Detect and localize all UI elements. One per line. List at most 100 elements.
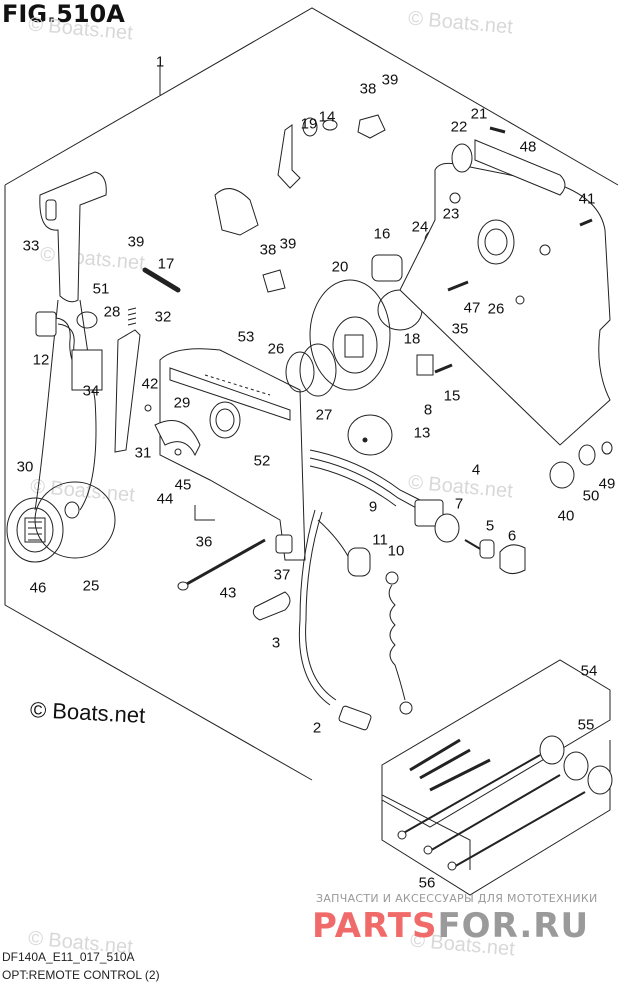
callout-21[interactable]: 21 bbox=[470, 105, 488, 123]
assembly-frame-top bbox=[4, 7, 619, 186]
washer-50 bbox=[578, 444, 596, 466]
callout-39b[interactable]: 39 bbox=[279, 235, 297, 253]
plate-3 bbox=[252, 591, 291, 621]
assembly-frame-left bbox=[4, 185, 313, 781]
callout-39a[interactable]: 39 bbox=[381, 71, 399, 89]
callout-25[interactable]: 25 bbox=[82, 577, 100, 595]
callout-22[interactable]: 22 bbox=[450, 118, 468, 136]
callout-56[interactable]: 56 bbox=[418, 874, 436, 892]
kit-bolts bbox=[397, 735, 613, 871]
callout-13[interactable]: 13 bbox=[413, 424, 431, 442]
callout-53[interactable]: 53 bbox=[237, 328, 255, 346]
screw-47 bbox=[447, 280, 469, 292]
callout-50[interactable]: 50 bbox=[582, 487, 600, 505]
callout-36[interactable]: 36 bbox=[195, 533, 213, 551]
callout-26a[interactable]: 26 bbox=[267, 340, 285, 358]
callout-47[interactable]: 47 bbox=[463, 299, 481, 317]
ring-26 bbox=[285, 351, 315, 393]
cushion-55 bbox=[539, 735, 565, 765]
callout-52[interactable]: 52 bbox=[253, 452, 271, 470]
washer-51 bbox=[76, 311, 98, 329]
clip-37 bbox=[275, 534, 293, 554]
seal-22 bbox=[451, 143, 473, 173]
callout-34[interactable]: 34 bbox=[82, 382, 100, 400]
callout-15[interactable]: 15 bbox=[443, 387, 461, 405]
callout-18[interactable]: 18 bbox=[403, 330, 421, 348]
neutral-switch-12 bbox=[35, 311, 103, 391]
callout-16[interactable]: 16 bbox=[373, 225, 391, 243]
callout-30[interactable]: 30 bbox=[16, 458, 34, 476]
callout-19[interactable]: 19 bbox=[300, 115, 318, 133]
callout-31[interactable]: 31 bbox=[134, 444, 152, 462]
lanyard-clip bbox=[399, 701, 413, 715]
ring-19 bbox=[302, 117, 318, 137]
callout-17[interactable]: 17 bbox=[157, 255, 175, 273]
clip-36 bbox=[194, 505, 215, 521]
side-cover bbox=[399, 162, 611, 446]
key-5 bbox=[464, 539, 483, 551]
callout-39c[interactable]: 39 bbox=[127, 233, 145, 251]
callout-12[interactable]: 12 bbox=[32, 351, 50, 369]
kit-frame-upper bbox=[381, 659, 611, 828]
callout-44[interactable]: 44 bbox=[156, 490, 174, 508]
callout-37[interactable]: 37 bbox=[273, 566, 291, 584]
ring-27 bbox=[299, 343, 337, 397]
bracket-28 bbox=[114, 329, 141, 453]
screw-41 bbox=[579, 218, 593, 227]
callout-35[interactable]: 35 bbox=[451, 320, 469, 338]
callout-41[interactable]: 41 bbox=[578, 190, 596, 208]
shaft-16 bbox=[371, 254, 403, 282]
callout-10[interactable]: 10 bbox=[387, 542, 405, 560]
callout-55[interactable]: 55 bbox=[577, 716, 595, 734]
callout-48[interactable]: 48 bbox=[519, 138, 537, 156]
callout-29[interactable]: 29 bbox=[173, 394, 191, 412]
callout-49[interactable]: 49 bbox=[598, 475, 616, 493]
callout-38a[interactable]: 38 bbox=[359, 80, 377, 98]
callout-7[interactable]: 7 bbox=[454, 495, 464, 513]
cap-6 bbox=[499, 544, 526, 574]
buzzer-13 bbox=[347, 414, 393, 456]
lever-19 bbox=[277, 124, 301, 189]
callout-24[interactable]: 24 bbox=[411, 218, 429, 236]
screw-48 bbox=[489, 126, 506, 134]
callout-5[interactable]: 5 bbox=[485, 517, 495, 535]
callout-33[interactable]: 33 bbox=[22, 237, 40, 255]
callout-51[interactable]: 51 bbox=[92, 280, 110, 298]
callout-32[interactable]: 32 bbox=[154, 308, 172, 326]
callout-6[interactable]: 6 bbox=[507, 527, 517, 545]
callout-20[interactable]: 20 bbox=[331, 258, 349, 276]
screw-15 bbox=[434, 363, 453, 374]
spring-32 bbox=[127, 307, 137, 326]
callout-38b[interactable]: 38 bbox=[259, 241, 277, 259]
bracket-upper bbox=[214, 188, 259, 236]
callout-1[interactable]: 1 bbox=[155, 53, 165, 71]
callout-40[interactable]: 40 bbox=[557, 507, 575, 525]
callout-27[interactable]: 27 bbox=[315, 406, 333, 424]
callout-11[interactable]: 11 bbox=[372, 531, 388, 549]
figure-title: FIG.510A bbox=[2, 0, 125, 28]
callout-14[interactable]: 14 bbox=[318, 108, 336, 126]
callout-42[interactable]: 42 bbox=[141, 375, 159, 393]
callout-54[interactable]: 54 bbox=[580, 662, 598, 680]
figure-code: DF140A_E11_017_510A bbox=[2, 950, 135, 964]
callout-45[interactable]: 45 bbox=[174, 476, 192, 494]
callout-28[interactable]: 28 bbox=[103, 303, 121, 321]
callout-4[interactable]: 4 bbox=[471, 461, 481, 479]
partsfor-logo[interactable]: PARTSFOR.RU bbox=[312, 906, 589, 946]
callout-8[interactable]: 8 bbox=[423, 401, 433, 419]
main-switch-4 bbox=[414, 499, 526, 574]
callout-3[interactable]: 3 bbox=[271, 634, 281, 652]
logo-red-part: PARTS bbox=[312, 906, 438, 946]
callout-9[interactable]: 9 bbox=[368, 498, 378, 516]
callout-23[interactable]: 23 bbox=[442, 205, 460, 223]
main-housing-52 bbox=[159, 348, 306, 561]
callout-43[interactable]: 43 bbox=[219, 584, 237, 602]
nut-49 bbox=[601, 441, 613, 455]
callout-46[interactable]: 46 bbox=[29, 579, 47, 597]
lever-21 bbox=[474, 139, 566, 196]
figure-caption: OPT:REMOTE CONTROL (2) bbox=[2, 968, 160, 982]
callout-2[interactable]: 2 bbox=[312, 719, 322, 737]
callout-26b[interactable]: 26 bbox=[487, 300, 505, 318]
